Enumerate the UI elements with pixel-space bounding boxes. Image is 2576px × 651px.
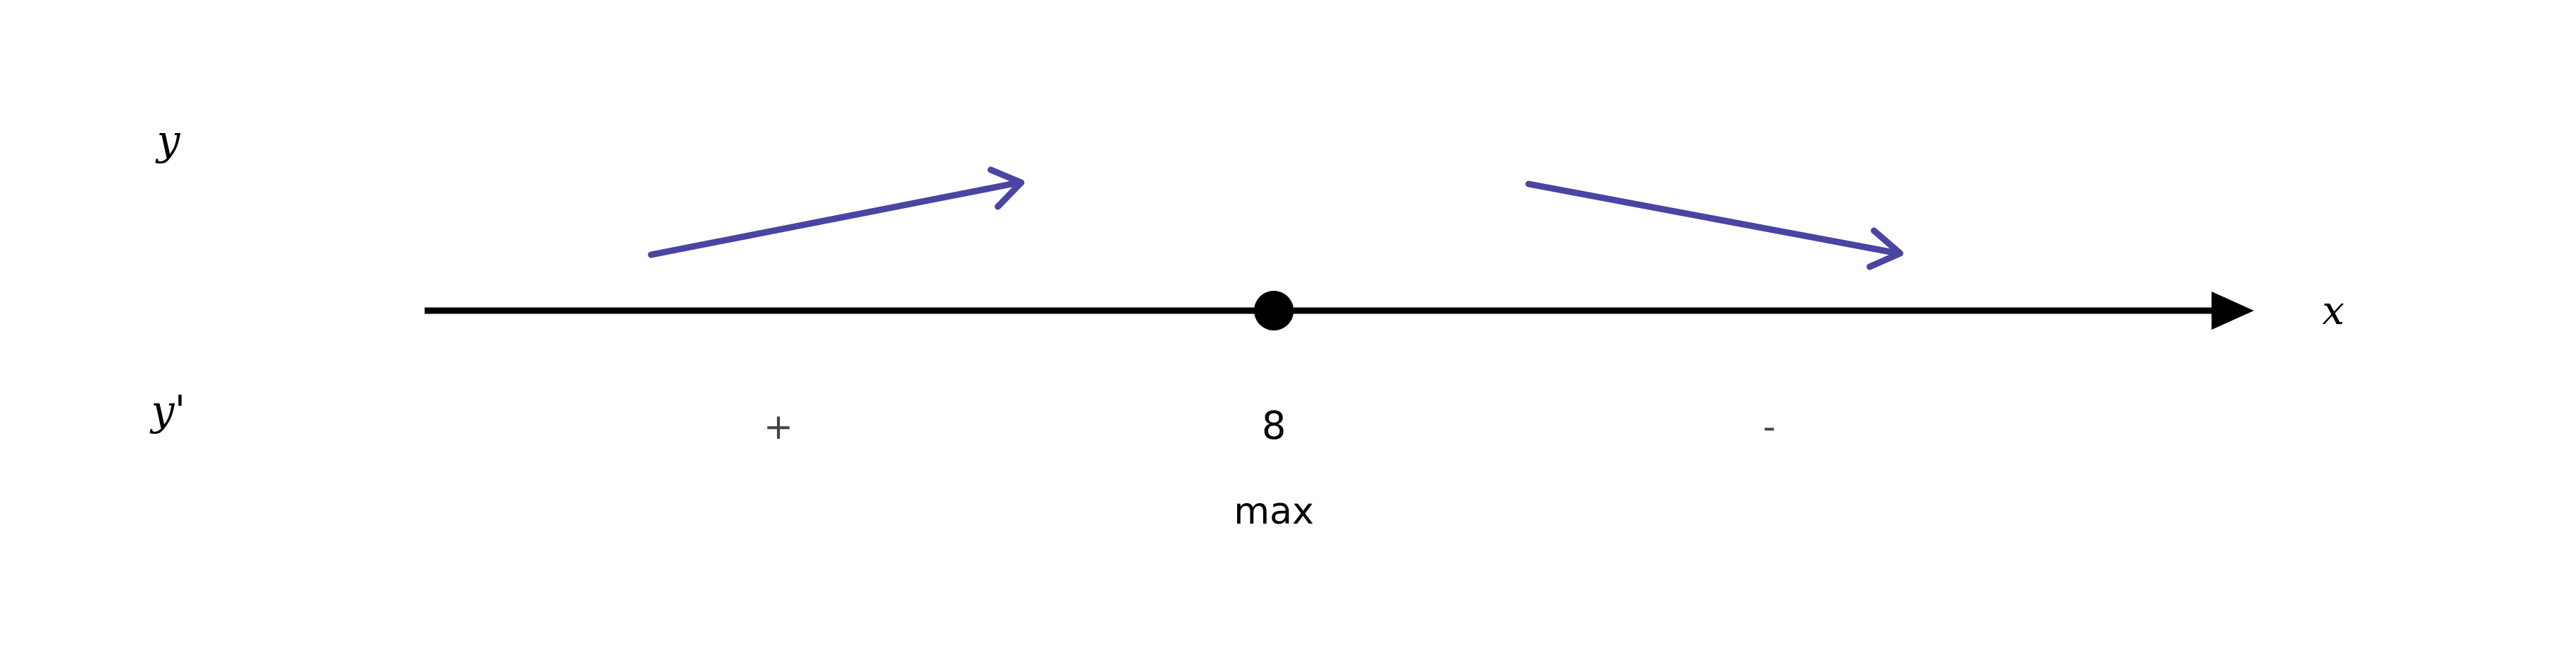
- critical-point-dot: [1254, 291, 1294, 330]
- extremum-label: max: [1234, 490, 1313, 533]
- function-row-label: y: [155, 116, 181, 164]
- x-axis-arrowhead: [2212, 292, 2254, 330]
- increasing-trend-arrow: [648, 166, 1025, 258]
- critical-point-value: 8: [1262, 403, 1286, 448]
- decreasing-trend-arrow: [1525, 180, 1904, 270]
- sign-right: -: [1763, 406, 1776, 447]
- derivative-row-label: y': [149, 386, 186, 434]
- sign-left: +: [764, 406, 793, 447]
- x-axis-label: x: [2322, 288, 2345, 334]
